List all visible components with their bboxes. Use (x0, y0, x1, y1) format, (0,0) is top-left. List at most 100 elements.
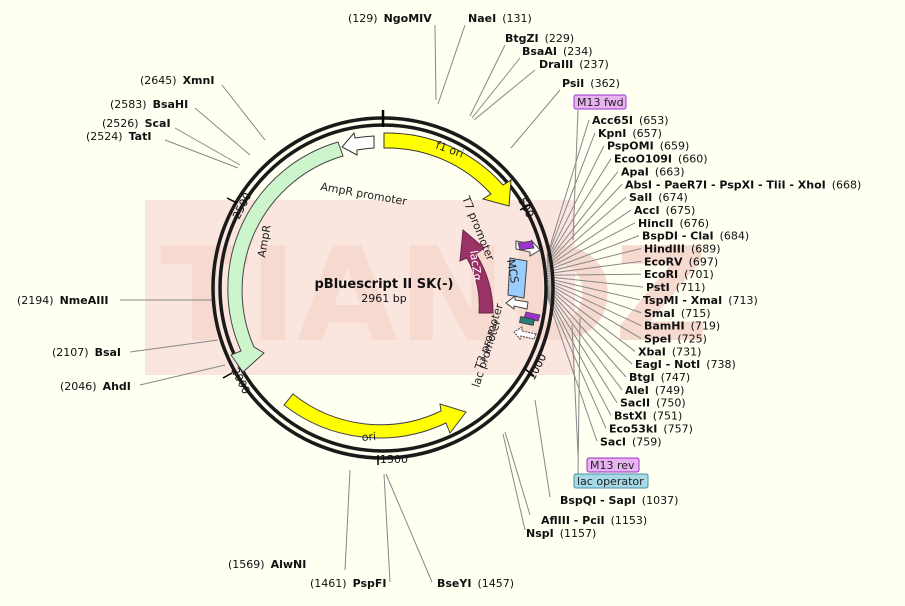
site-label: (2046)AhdI (60, 380, 131, 393)
site-label: BtgZI(229) (505, 32, 574, 45)
site-leader-line (546, 290, 618, 403)
sites-top: (129)NgoMIV NaeI(131) BtgZI(229) BsaAI(2… (348, 12, 620, 90)
t3-promoter-arrow (505, 294, 529, 310)
site-leader-line (546, 171, 619, 263)
site-label: EcoRV(697) (644, 255, 718, 268)
f1-ori-arrow (383, 132, 512, 207)
site-label: KpnI(657) (598, 127, 662, 140)
site-leader-line (546, 132, 596, 258)
site-label: NspI(1157) (526, 527, 596, 540)
site-label: SacII(750) (620, 397, 686, 410)
site-label: PstI(711) (646, 281, 705, 294)
site-label: PspOMI(659) (607, 140, 689, 153)
m13-rev-label: M13 rev (590, 459, 635, 472)
site-leader-line (546, 119, 590, 257)
ampr-promoter-arrow (341, 131, 375, 156)
site-label: (2526)ScaI (102, 117, 171, 130)
site-leader-line (546, 284, 636, 352)
site-label: BspQI - SapI(1037) (560, 494, 678, 507)
site-label: Acc65I(653) (592, 114, 669, 127)
site-leader-line (546, 286, 633, 365)
watermark-band (145, 200, 575, 375)
site-label: SpeI(725) (644, 332, 707, 345)
ori-label: ori (361, 430, 376, 444)
site-label: BseYI(1457) (437, 577, 514, 590)
lac-operator-label: lac operator (577, 475, 644, 488)
site-label: EcoRI(701) (644, 268, 714, 281)
plasmid-name: pBluescript II SK(-) (314, 277, 453, 292)
m13-fwd-arrow (517, 240, 535, 251)
site-label: (129)NgoMIV (348, 12, 432, 25)
lac-promoter-arrow (513, 326, 537, 340)
site-leader-line (546, 289, 623, 391)
site-label: AbsI - PaeR7I - PspXI - TliI - XhoI(668) (625, 178, 861, 191)
site-leader-line (546, 295, 598, 442)
m13-rev-badge (586, 457, 640, 473)
lacza-arrow (459, 228, 494, 314)
site-leader-line (546, 279, 642, 314)
site-leader-line (546, 273, 642, 276)
lac-operator-badge (573, 473, 649, 489)
site-leader-line (546, 282, 642, 339)
site-label: AccI(675) (634, 204, 695, 217)
site-leader-line (546, 287, 627, 378)
lacza-label: lacZα (467, 250, 484, 282)
site-leader-line (546, 183, 623, 265)
mcs-leader-lines (546, 119, 644, 442)
mcs-label: MCS (504, 258, 521, 284)
site-label: DraIII(237) (539, 58, 609, 71)
site-label: BtgI(747) (629, 371, 690, 384)
site-leader-line (546, 276, 644, 288)
site-label: PsiI(362) (562, 77, 620, 90)
site-label: BsaAI(234) (522, 45, 593, 58)
site-label: (2645)XmnI (140, 74, 214, 87)
mcs-box (507, 257, 528, 299)
m13-fwd-label: M13 fwd (577, 96, 624, 109)
site-label: SacI(759) (600, 435, 662, 448)
tick-label-1500: 1500 (380, 453, 408, 466)
site-leader-line (546, 277, 641, 301)
site-leader-line (546, 260, 642, 275)
sites-bottom-right: BspQI - SapI(1037) AflIII - PciI(1153) N… (526, 494, 678, 540)
site-leader-line (546, 196, 627, 266)
site-leader-line (546, 145, 605, 260)
site-leader-line (546, 222, 636, 270)
ampr-arrow (227, 141, 344, 373)
site-label: XbaI(731) (638, 345, 701, 358)
m13-fwd-badge (573, 94, 627, 110)
site-label: (2194)NmeAIII (17, 294, 109, 307)
ampr-label: AmpR (255, 224, 274, 259)
sites-right: Acc65I(653)KpnI(657)PspOMI(659)EcoO109I(… (592, 114, 861, 448)
site-label: AflIII - PciI(1153) (541, 514, 647, 527)
site-label: BstXI(751) (614, 410, 682, 423)
leader-lines (120, 24, 581, 583)
site-label: EagI - NotI(738) (635, 358, 736, 371)
site-leader-line (546, 158, 612, 262)
plasmid-size: 2961 bp (361, 292, 406, 305)
site-leader-line (546, 209, 632, 268)
site-label: (2583)BsaHI (110, 98, 188, 111)
site-label: EcoO109I(660) (614, 153, 708, 166)
site-label: (1461)PspFI (310, 577, 386, 590)
site-leader-line (546, 292, 612, 416)
site-label: (2107)BsaI (52, 346, 121, 359)
site-label: AleI(749) (625, 384, 684, 397)
site-label: BamHI(719) (644, 320, 720, 333)
site-label: SalI(674) (629, 191, 688, 204)
site-label: (2524)TatI (86, 130, 151, 143)
sites-bottom: (1569)AlwNI (1461)PspFI BseYI(1457) (228, 558, 514, 590)
site-label: HindIII(689) (644, 243, 721, 256)
site-leader-line (546, 235, 640, 271)
site-label: SmaI(715) (644, 307, 711, 320)
site-leader-line (546, 248, 642, 273)
site-label: TspMI - XmaI(713) (643, 294, 758, 307)
site-label: (1569)AlwNI (228, 558, 306, 571)
site-label: NaeI(131) (468, 12, 532, 25)
site-label: ApaI(663) (621, 165, 685, 178)
scale-ticks (222, 197, 535, 465)
sites-left: (2645)XmnI (2583)BsaHI (2526)ScaI (2524)… (17, 74, 214, 393)
site-leader-line (546, 294, 607, 429)
site-label: BspDI - ClaI(684) (642, 230, 749, 243)
